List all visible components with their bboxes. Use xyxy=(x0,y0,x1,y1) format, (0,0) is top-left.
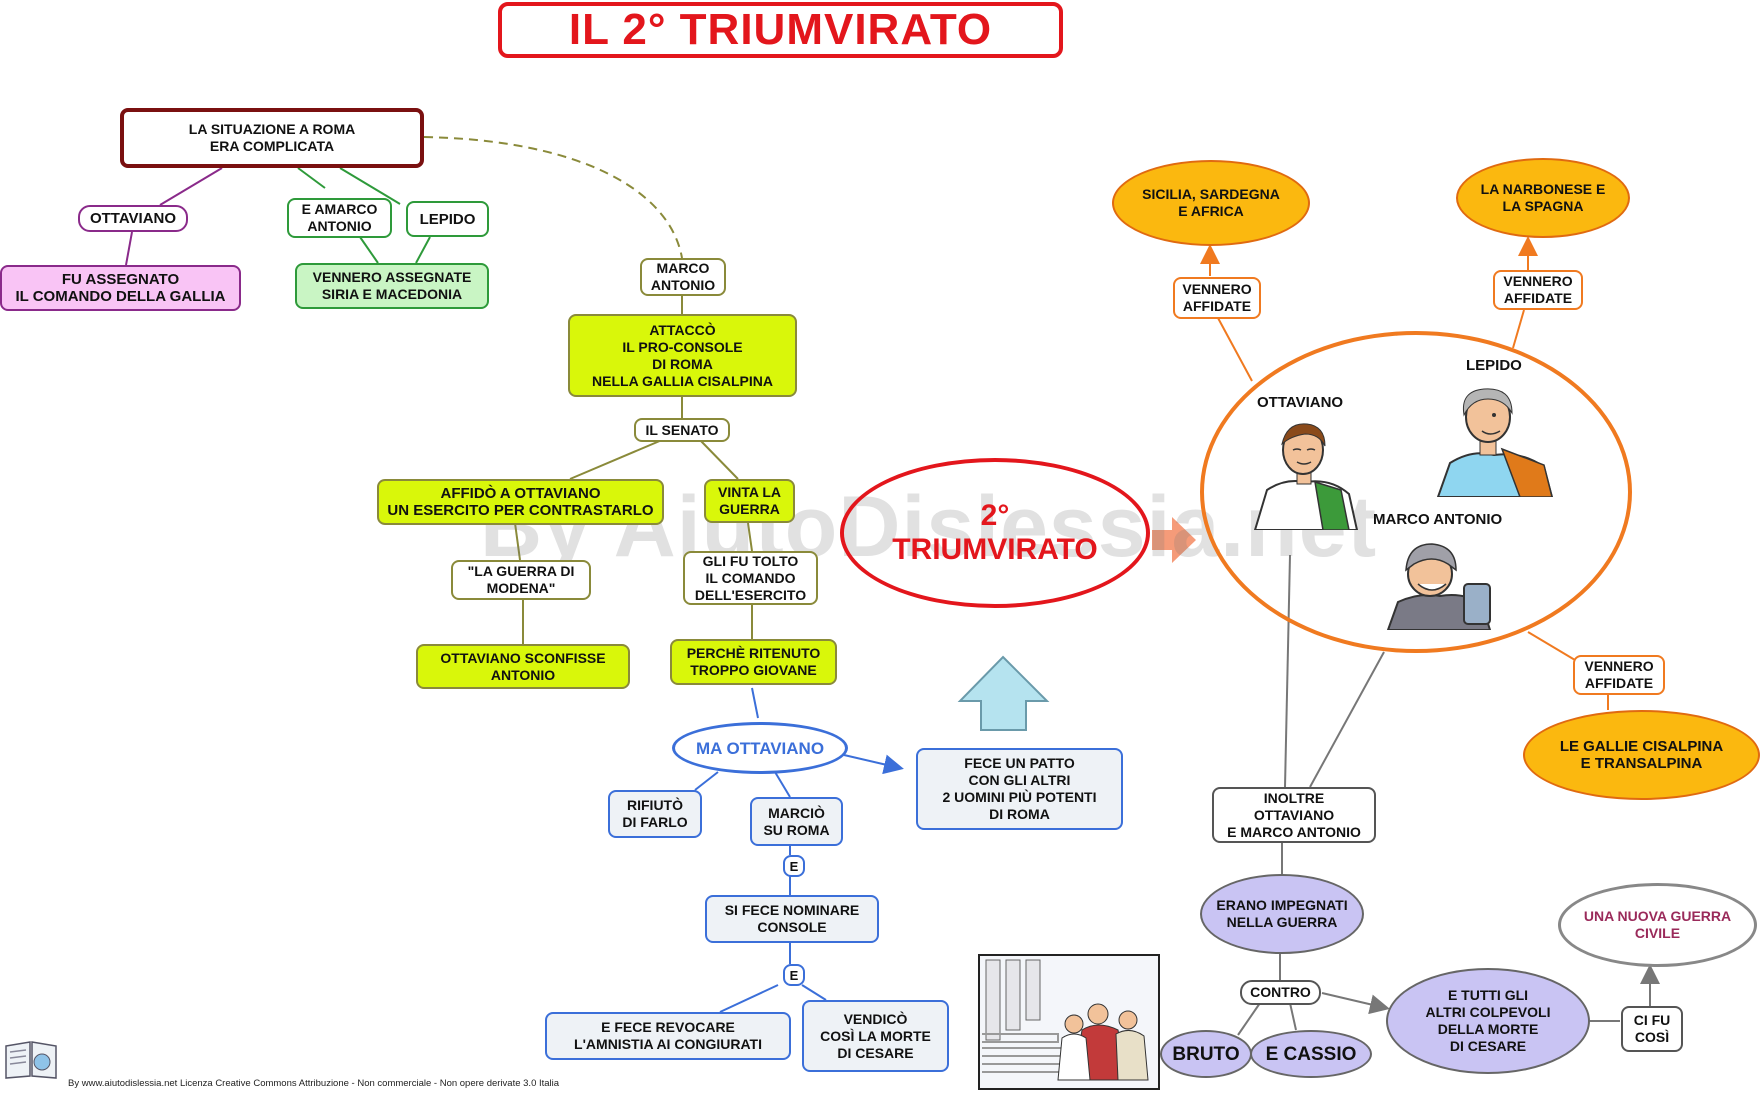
node-vendico: VENDICÒ COSÌ LA MORTE DI CESARE xyxy=(802,1000,949,1072)
footer-license: By www.aiutodislessia.net Licenza Creati… xyxy=(68,1078,560,1089)
node-center-triumvirato: 2° TRIUMVIRATO xyxy=(840,458,1150,608)
right-arrow-icon xyxy=(1152,517,1196,563)
node-assegnato-gallia: FU ASSEGNATO IL COMANDO DELLA GALLIA xyxy=(0,265,241,311)
node-affidate-2: VENNERO AFFIDATE xyxy=(1493,270,1583,310)
up-arrow-icon xyxy=(957,655,1050,731)
triumvirs-circle xyxy=(1200,331,1632,653)
node-ci-fu-cosi: CI FU COSÌ xyxy=(1621,1006,1683,1052)
node-gallie: LE GALLIE CISALPINA E TRANSALPINA xyxy=(1523,710,1760,800)
node-sicilia: SICILIA, SARDEGNA E AFRICA xyxy=(1112,160,1310,246)
node-sconfisse: OTTAVIANO SCONFISSE ANTONIO xyxy=(416,644,630,689)
node-situazione: LA SITUAZIONE A ROMA ERA COMPLICATA xyxy=(120,108,424,168)
triumvir-label-marco-antonio: MARCO ANTONIO xyxy=(1373,511,1503,528)
page-title: IL 2° TRIUMVIRATO xyxy=(498,2,1063,58)
node-colpevoli: E TUTTI GLI ALTRI COLPEVOLI DELLA MORTE … xyxy=(1386,968,1590,1074)
node-rifiuto: RIFIUTÒ DI FARLO xyxy=(608,790,702,838)
node-guerra-modena: "LA GUERRA DI MODENA" xyxy=(451,560,591,600)
node-il-senato: IL SENATO xyxy=(634,418,730,442)
node-inoltre: INOLTRE OTTAVIANO E MARCO ANTONIO xyxy=(1212,787,1376,843)
node-bruto: BRUTO xyxy=(1160,1030,1252,1078)
node-tolto-comando: GLI FU TOLTO IL COMANDO DELL'ESERCITO xyxy=(683,551,818,605)
node-attacco: ATTACCÒ IL PRO-CONSOLE DI ROMA NELLA GAL… xyxy=(568,314,797,397)
node-contro: CONTRO xyxy=(1240,980,1321,1005)
lepido-figure-icon xyxy=(1436,388,1554,497)
ottaviano-figure-icon xyxy=(1253,423,1359,530)
triumvir-label-ottaviano: OTTAVIANO xyxy=(1257,394,1344,411)
node-guerra-civile: UNA NUOVA GUERRA CIVILE xyxy=(1558,883,1757,967)
node-ottaviano-left: OTTAVIANO xyxy=(78,205,188,232)
node-narbonese: LA NARBONESE E LA SPAGNA xyxy=(1456,158,1630,238)
node-ritenuto-giovane: PERCHÈ RITENUTO TROPPO GIOVANE xyxy=(670,639,837,685)
caesar-murder-illustration xyxy=(978,954,1160,1090)
node-affidate-3: VENNERO AFFIDATE xyxy=(1573,655,1665,695)
node-ma-ottaviano: MA OTTAVIANO xyxy=(672,722,848,774)
node-e2: E xyxy=(783,964,805,986)
node-impegnati: ERANO IMPEGNATI NELLA GUERRA xyxy=(1200,874,1364,954)
marco-antonio-figure-icon xyxy=(1386,543,1492,630)
book-logo-icon xyxy=(5,1041,57,1079)
node-lepido-left: LEPIDO xyxy=(406,201,489,237)
node-marco-antonio: MARCO ANTONIO xyxy=(640,258,726,296)
node-revocare-amnistia: E FECE REVOCARE L'AMNISTIA AI CONGIURATI xyxy=(545,1012,791,1060)
node-vinta-guerra: VINTA LA GUERRA xyxy=(704,479,795,523)
node-nominare-console: SI FECE NOMINARE CONSOLE xyxy=(705,895,879,943)
node-marcio: MARCIÒ SU ROMA xyxy=(750,797,843,846)
node-siria-macedonia: VENNERO ASSEGNATE SIRIA E MACEDONIA xyxy=(295,263,489,309)
node-amarco-antonio: E AMARCO ANTONIO xyxy=(287,198,392,238)
node-cassio: E CASSIO xyxy=(1250,1030,1372,1078)
page-title-text: IL 2° TRIUMVIRATO xyxy=(568,5,993,54)
node-affidate-1: VENNERO AFFIDATE xyxy=(1173,277,1261,319)
node-e1: E xyxy=(783,855,805,877)
node-affido: AFFIDÒ A OTTAVIANO UN ESERCITO PER CONTR… xyxy=(377,479,664,525)
triumvir-label-lepido: LEPIDO xyxy=(1466,357,1522,374)
node-patto: FECE UN PATTO CON GLI ALTRI 2 UOMINI PIÙ… xyxy=(916,748,1123,830)
